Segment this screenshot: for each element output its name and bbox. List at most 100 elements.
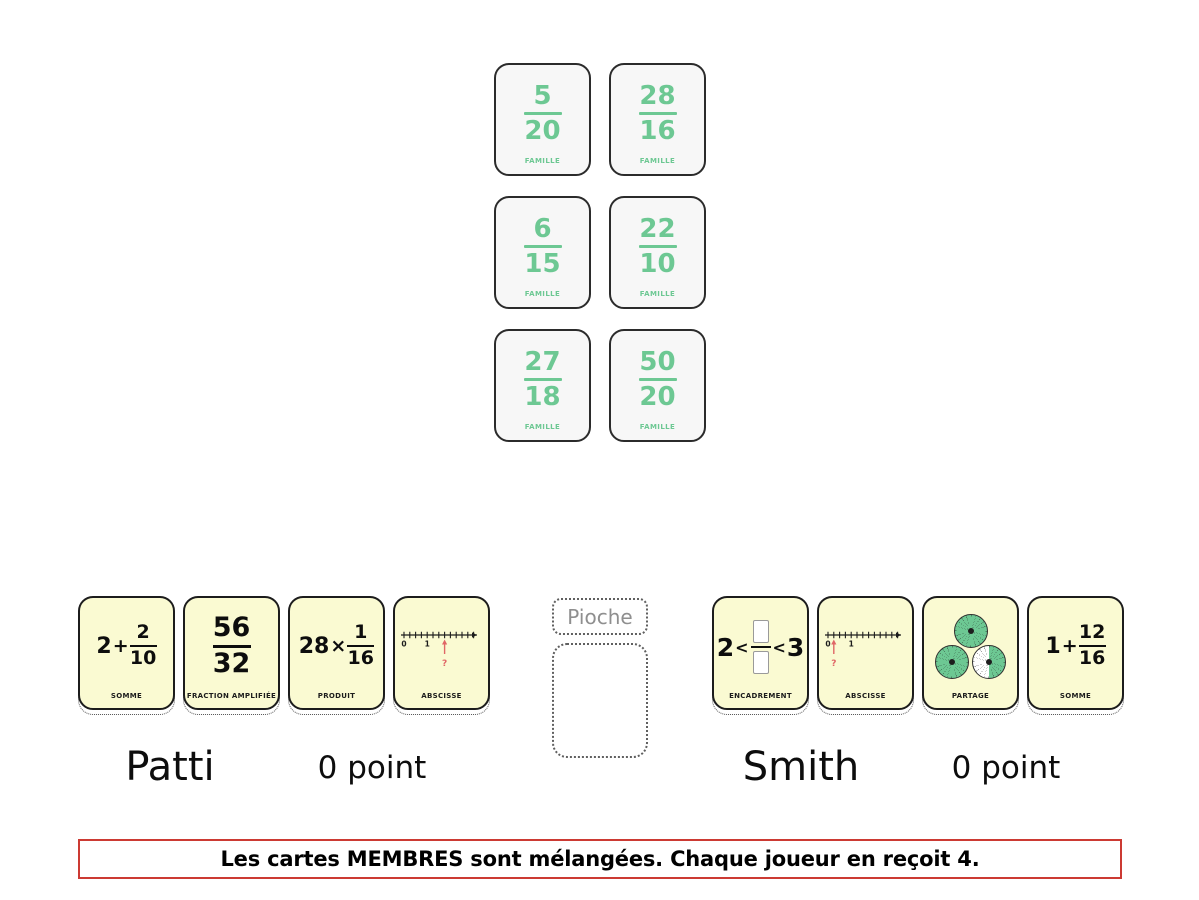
hand-card-encadrement[interactable]: 2 < < 3 ENCADREMENT: [712, 596, 809, 710]
fraction: 50 20: [638, 347, 677, 412]
card-type-label: FAMILLE: [639, 290, 676, 298]
card-type-label: FRACTION AMPLIFIÉE: [186, 692, 277, 700]
game-message-banner: Les cartes MEMBRES sont mélangées. Chaqu…: [78, 839, 1122, 879]
pioche-label: Pioche: [552, 598, 648, 635]
full-disc-icon: [953, 614, 988, 648]
famille-card-6-15[interactable]: 6 15 FAMILLE: [494, 196, 591, 309]
hand-card-partage[interactable]: PARTAGE: [922, 596, 1019, 710]
upper-bound: 3: [786, 632, 805, 662]
fraction-numerator: 1: [354, 620, 368, 643]
fraction-bar: [638, 245, 677, 248]
fraction-denominator: 16: [1078, 647, 1106, 670]
card-type-label: ABSCISSE: [845, 692, 886, 700]
fraction-numerator: 2: [136, 620, 150, 643]
card-type-label: FAMILLE: [639, 157, 676, 165]
card-slot: 0 1 ? ABSCISSE: [393, 596, 490, 715]
tick-label-one: 1: [424, 640, 429, 649]
hand-smith: 2 < < 3 ENCADREMENT 0 1: [712, 596, 1124, 715]
fraction: 5 20: [523, 83, 562, 146]
famille-card-22-10[interactable]: 22 10 FAMILLE: [609, 196, 706, 309]
player-name-patti: Patti: [125, 744, 215, 790]
lower-bound: 2: [716, 632, 735, 662]
game-message-text: Les cartes MEMBRES sont mélangées. Chaqu…: [220, 847, 980, 871]
famille-card-5-20[interactable]: 5 20 FAMILLE: [494, 63, 591, 176]
fraction-bar: [523, 378, 562, 381]
fraction-bar: [212, 644, 251, 648]
fraction-bar: [523, 245, 562, 248]
tick-label-one: 1: [848, 640, 853, 649]
fraction-bar: [750, 645, 771, 649]
times-operator: ×: [330, 635, 347, 657]
fraction-bar: [523, 112, 562, 115]
fraction-numerator: 22: [639, 214, 676, 244]
fraction-denominator: 20: [524, 116, 561, 146]
fraction: 28 16: [638, 83, 677, 146]
whole-number: 2: [96, 633, 112, 659]
fraction-denominator: 32: [212, 647, 251, 679]
card-type-label: FAMILLE: [524, 423, 561, 431]
card-type-label: PARTAGE: [951, 692, 990, 700]
fraction-denominator: 15: [524, 249, 561, 279]
hand-card-abscisse[interactable]: 0 1 ? ABSCISSE: [393, 596, 490, 710]
famille-card-grid: 5 20 FAMILLE 28 16 FAMILLE 6 15 FAMILLE …: [494, 63, 706, 442]
player-score-smith: 0 point: [951, 750, 1061, 786]
card-type-label: FAMILLE: [524, 290, 561, 298]
up-arrow-icon: [830, 639, 836, 645]
card-slot: 2 < < 3 ENCADREMENT: [712, 596, 809, 715]
question-mark: ?: [831, 659, 836, 669]
famille-card-27-18[interactable]: 27 18 FAMILLE: [494, 329, 591, 442]
plus-operator: +: [112, 635, 129, 657]
fraction-numerator: 50: [639, 347, 676, 377]
card-type-label: FAMILLE: [639, 423, 676, 431]
less-than-sign: <: [735, 637, 749, 657]
fraction-bar: [638, 378, 677, 381]
expression-bounds: 2 < < 3: [716, 619, 805, 675]
numerator-blank-box: [752, 619, 769, 643]
number-line: 0 1 ?: [400, 631, 477, 669]
fraction-denominator: 16: [347, 647, 374, 670]
whole-number: 1: [1045, 633, 1061, 659]
tick-marks: [402, 631, 474, 639]
number-line: 0 1 ?: [824, 631, 901, 669]
hand-card-abscisse[interactable]: 0 1 ? ABSCISSE: [817, 596, 914, 710]
famille-card-28-16[interactable]: 28 16 FAMILLE: [609, 63, 706, 176]
fraction-numerator: 56: [212, 612, 251, 644]
fraction-denominator: 16: [639, 116, 676, 146]
fraction-numerator: 27: [524, 347, 561, 377]
target-marker: ?: [441, 639, 447, 669]
card-type-label: SOMME: [110, 692, 143, 700]
card-slot: 0 1 ? ABSCISSE: [817, 596, 914, 715]
empty-fraction: [750, 619, 771, 675]
fraction: 22 10: [638, 214, 677, 277]
fraction: 27 18: [523, 347, 562, 410]
arrowhead-right: [895, 632, 901, 638]
fraction-bar: [347, 644, 375, 648]
fraction: 6 15: [523, 216, 562, 279]
pie-discs: [934, 614, 1007, 680]
arrowhead-right: [471, 632, 477, 638]
factor-number: 28: [298, 633, 330, 659]
question-mark: ?: [441, 659, 446, 669]
player-name-smith: Smith: [742, 744, 860, 790]
fraction-denominator: 20: [639, 382, 676, 412]
player-score-patti: 0 point: [317, 750, 427, 786]
target-marker: ?: [830, 639, 836, 669]
half-disc-icon: [971, 645, 1006, 679]
pioche-draw-pile[interactable]: [552, 643, 648, 758]
famille-card-50-20[interactable]: 50 20 FAMILLE: [609, 329, 706, 442]
denominator-blank-box: [752, 651, 769, 675]
fraction-bar: [129, 644, 157, 648]
